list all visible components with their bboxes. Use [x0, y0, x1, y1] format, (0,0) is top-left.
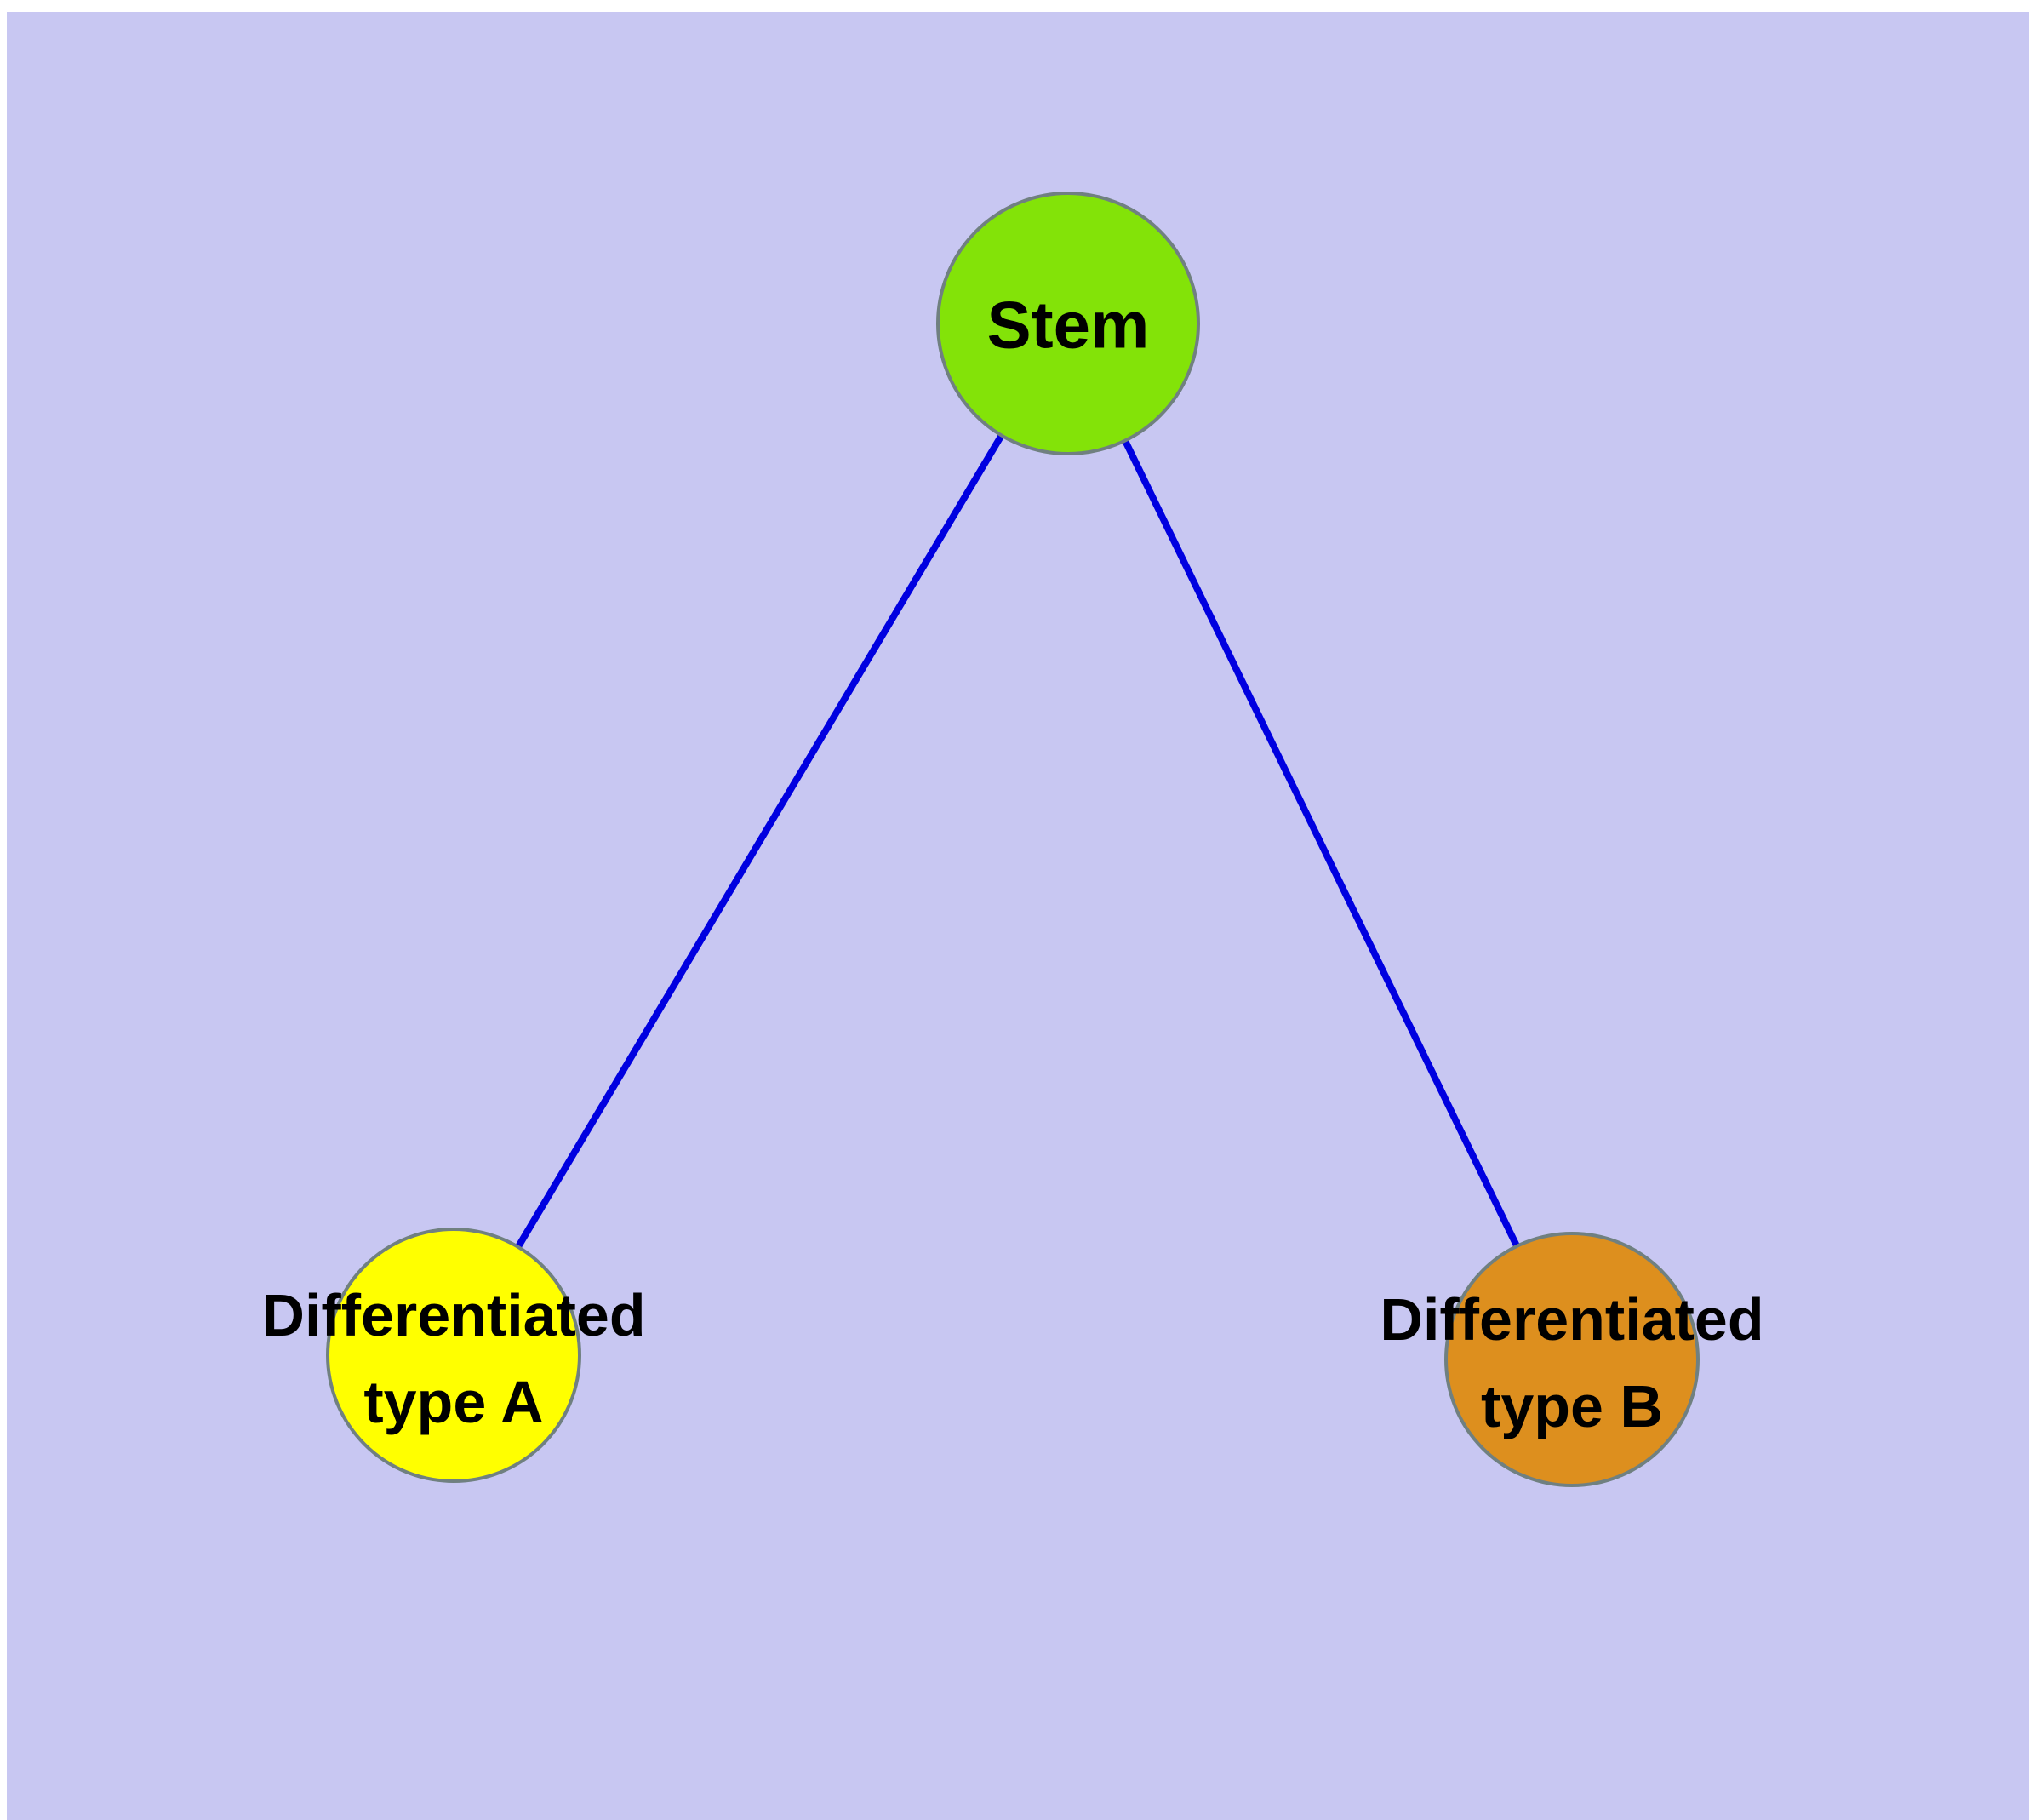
edge-layer: [450, 321, 1575, 1361]
node-differentiated-type-a-label: Differentiated type A: [261, 1272, 645, 1445]
node-differentiated-type-b[interactable]: [1444, 1232, 1700, 1487]
node-differentiated-type-a[interactable]: [326, 1228, 581, 1483]
node-differentiated-type-a-label-line2: type A: [363, 1369, 544, 1435]
node-differentiated-type-b-label: Differentiated type B: [1380, 1276, 1763, 1450]
diagram-canvas: Stem Differentiated type A Differentiate…: [7, 12, 2029, 1820]
node-differentiated-type-a-label-line1: Differentiated: [261, 1282, 646, 1348]
edge-stem-to-type-a: [450, 321, 1072, 1358]
node-differentiated-type-b-label-line1: Differentiated: [1380, 1286, 1764, 1353]
node-differentiated-type-b-label-line2: type B: [1481, 1373, 1663, 1439]
node-stem[interactable]: [936, 192, 1200, 455]
node-stem-label: Stem: [986, 287, 1150, 363]
edge-stem-to-type-b: [1065, 322, 1575, 1361]
